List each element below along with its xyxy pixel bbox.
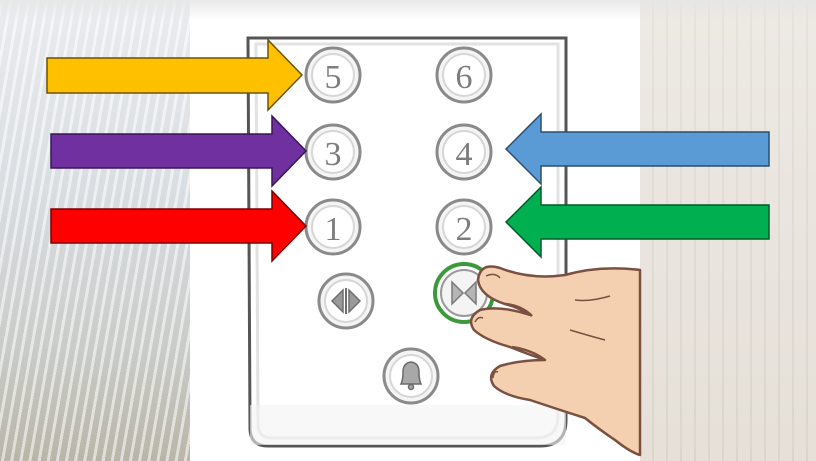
button-4[interactable]: 4 [437, 125, 491, 179]
alarm-button[interactable] [384, 349, 438, 403]
button-6-label: 6 [456, 59, 473, 96]
button-3-label: 3 [325, 136, 342, 173]
button-4-label: 4 [456, 136, 473, 173]
button-2[interactable]: 2 [437, 200, 491, 254]
door-open-button[interactable] [319, 274, 373, 328]
button-5-label: 5 [325, 59, 342, 96]
button-3[interactable]: 3 [306, 125, 360, 179]
button-5[interactable]: 5 [306, 48, 360, 102]
button-6[interactable]: 6 [437, 48, 491, 102]
button-2-label: 2 [456, 211, 473, 248]
button-1-label: 1 [325, 211, 342, 248]
button-1[interactable]: 1 [306, 200, 360, 254]
